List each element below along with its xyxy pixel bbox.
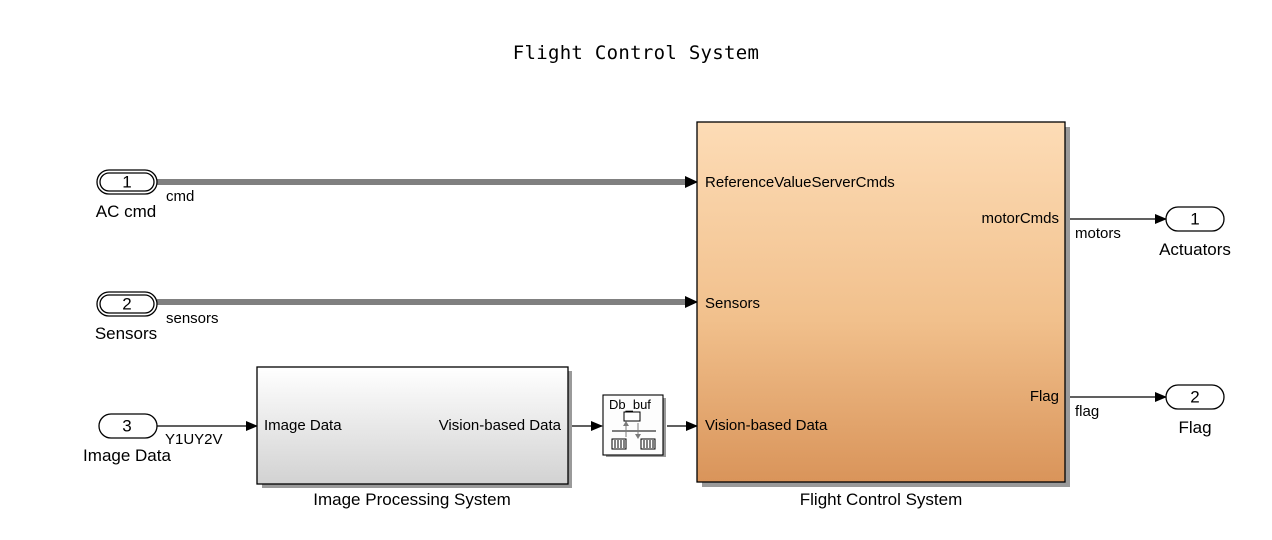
signal-line-sensors[interactable] (157, 296, 698, 308)
outport-2-number: 2 (1190, 387, 1200, 407)
outport-2[interactable] (1165, 384, 1225, 410)
fcs-input-port-reference: ReferenceValueServerCmds (705, 174, 895, 191)
outport-1-label: Actuators (1159, 240, 1231, 259)
inport-2-number: 2 (122, 294, 132, 314)
fcs-input-port-vision: Vision-based Data (705, 417, 828, 434)
fcs-output-port-motorcmds: motorCmds (981, 210, 1059, 227)
outport-1-number: 1 (1190, 209, 1200, 229)
inport-1-number: 1 (122, 172, 132, 192)
buffer-block-label: Db_buf (609, 397, 651, 412)
inport-1[interactable] (96, 169, 158, 195)
signal-label-cmd: cmd (166, 188, 195, 205)
inport-2[interactable] (96, 291, 158, 317)
buffer-block[interactable] (602, 394, 666, 457)
signal-line-cmd[interactable] (157, 176, 698, 188)
inport-3-number: 3 (122, 416, 132, 436)
outport-2-label: Flag (1178, 418, 1212, 437)
ips-input-port-label: Image Data (264, 417, 342, 434)
ips-output-port-label: Vision-based Data (438, 417, 561, 434)
inport-3-label: Image Data (83, 446, 171, 465)
fcs-input-port-sensors: Sensors (705, 295, 761, 312)
signal-label-image: Y1UY2V (165, 431, 223, 448)
fcs-output-port-flag: Flag (1029, 388, 1059, 405)
inport-2-label: Sensors (94, 324, 158, 343)
fcs-block-name: Flight Control System (799, 490, 963, 509)
image-processing-block[interactable] (256, 366, 572, 488)
signal-label-motors: motors (1075, 225, 1121, 242)
signal-label-flag: flag (1075, 403, 1100, 420)
diagram-title: Flight Control System (512, 42, 760, 64)
signal-label-sensors: sensors (166, 310, 219, 327)
flight-control-block[interactable] (696, 121, 1070, 487)
outport-1[interactable] (1165, 206, 1225, 232)
inport-1-label: AC cmd (95, 202, 157, 221)
ips-block-name: Image Processing System (313, 490, 511, 509)
